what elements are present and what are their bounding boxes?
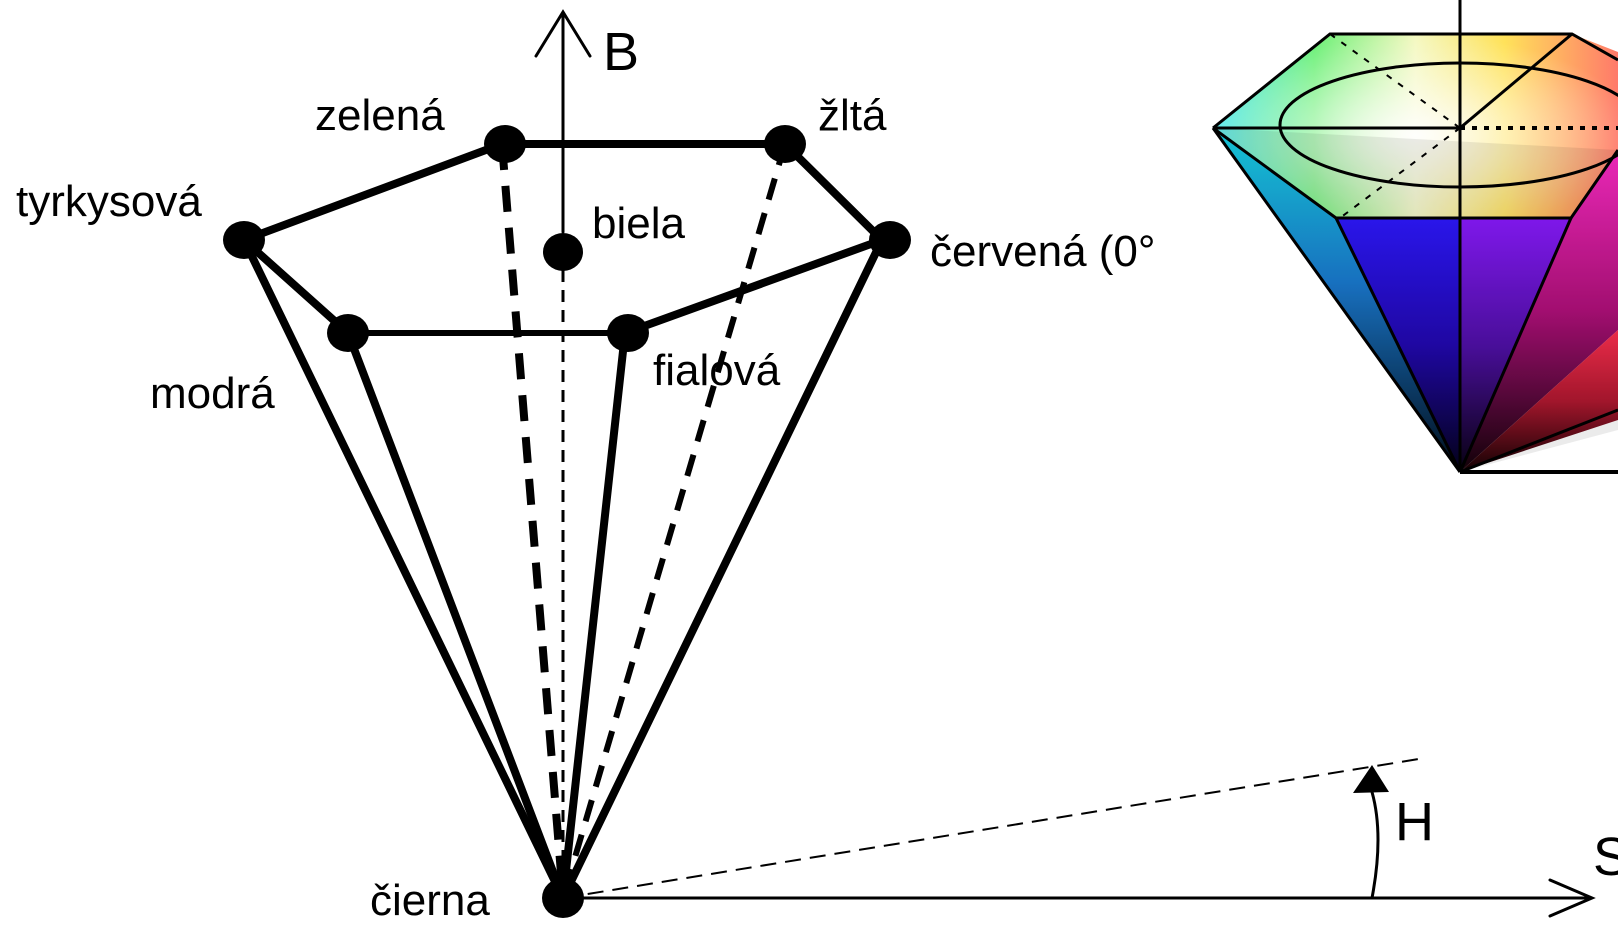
label-axis-s: S: [1593, 827, 1618, 887]
brightness-axis-arrowhead: [534, 9, 592, 58]
label-blue: modrá: [150, 369, 275, 418]
saturation-axis-arrowhead: [1548, 878, 1596, 918]
hue-arc-arrowhead: [1353, 765, 1389, 793]
hue-reference-ray: [562, 757, 1426, 899]
vertex-white: [543, 233, 583, 271]
vertex-cyan: [223, 221, 265, 259]
hue-angle-arc: [1370, 790, 1380, 900]
hexcone-vertices: [223, 125, 911, 918]
label-black: čierna: [370, 876, 490, 925]
label-red: červená (0°: [930, 227, 1155, 276]
vertex-red: [869, 221, 911, 259]
vertex-yellow: [764, 125, 806, 163]
label-green: zelená: [315, 91, 445, 140]
diagram-labels: B zelená žltá tyrkysová biela červená (0…: [16, 22, 1618, 925]
label-cyan: tyrkysová: [16, 177, 202, 226]
vertex-black: [542, 878, 584, 918]
label-axis-b: B: [603, 22, 639, 82]
label-white: biela: [592, 199, 685, 248]
label-axis-h: H: [1395, 792, 1434, 852]
vertex-blue: [327, 314, 369, 352]
vertex-magenta: [607, 314, 649, 352]
label-yellow: žltá: [818, 91, 887, 140]
hexcone-color-image: [1196, 0, 1618, 498]
vertex-green: [484, 125, 526, 163]
label-magenta: fialová: [653, 346, 781, 395]
hexcone-wireframe: [240, 9, 1596, 918]
